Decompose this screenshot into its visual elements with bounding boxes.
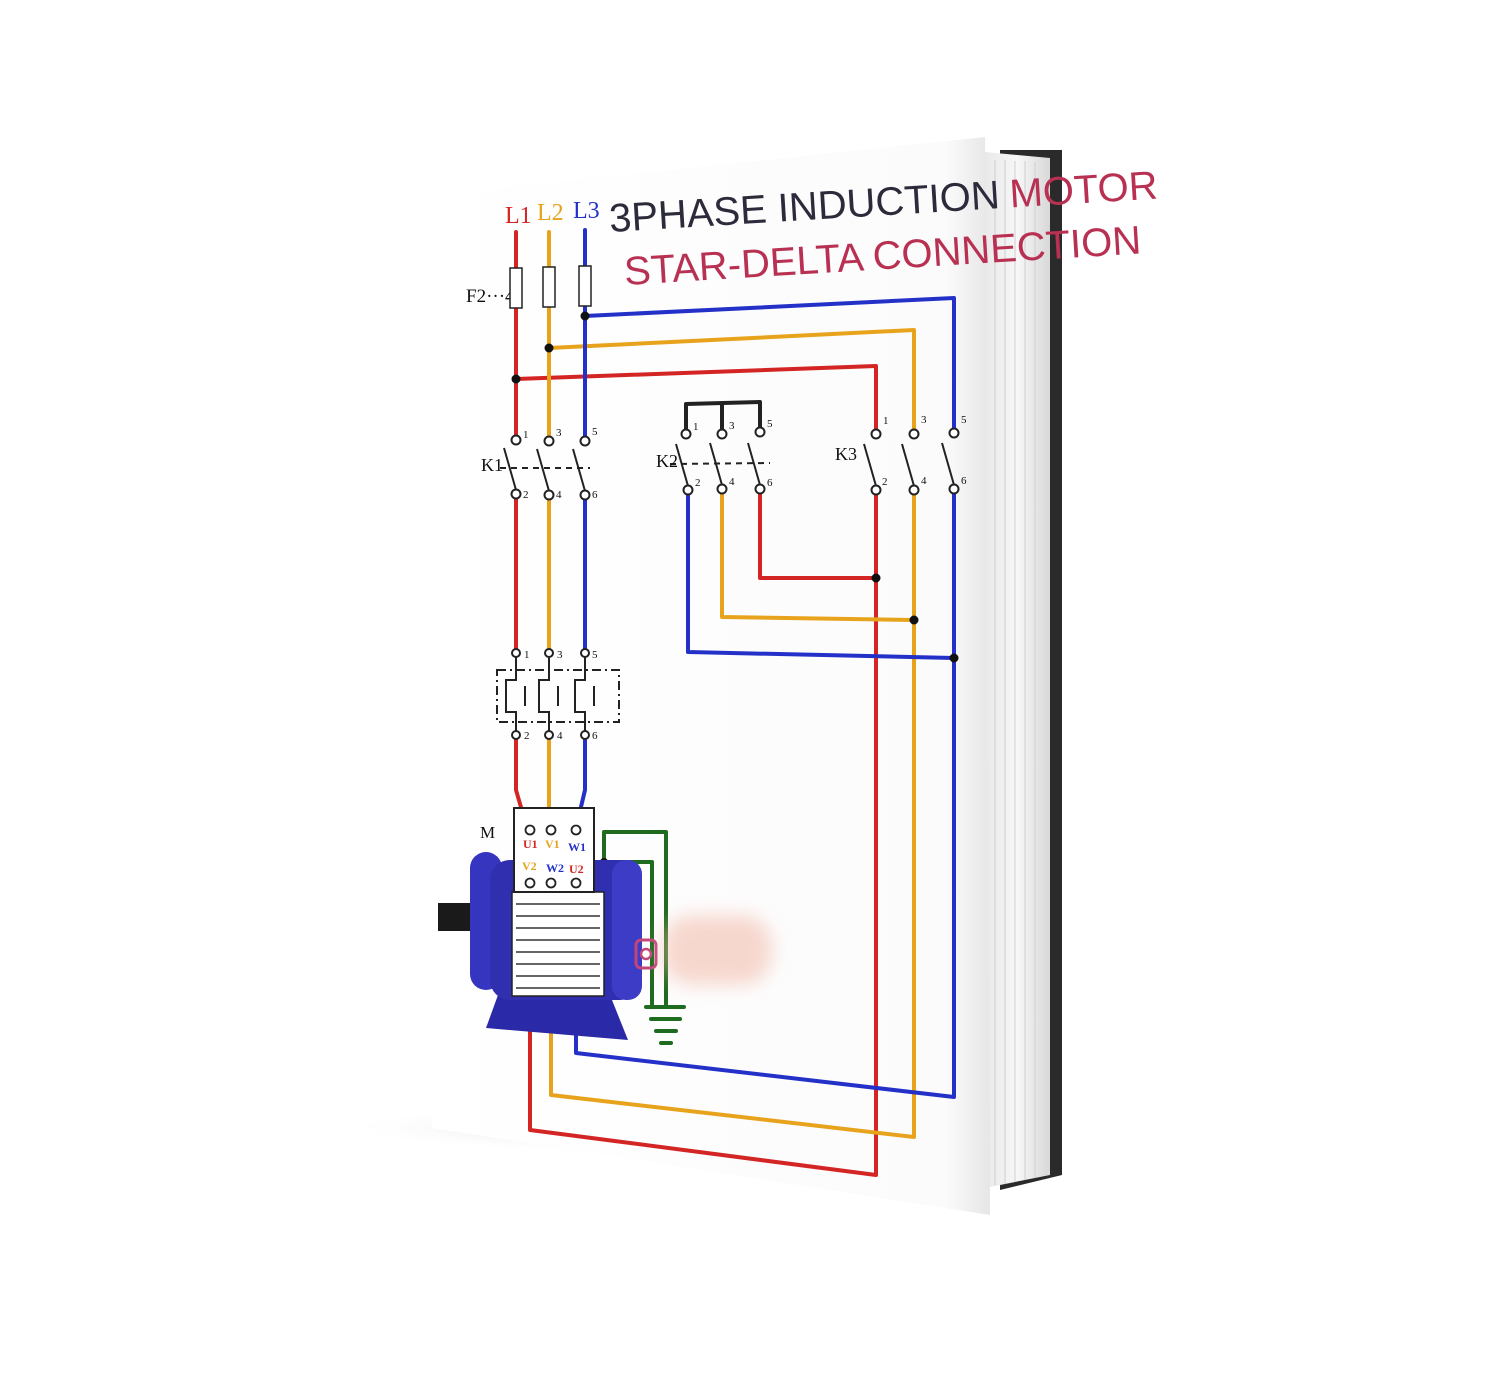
- blurred-watermark: [662, 915, 772, 985]
- overload-relay: [496, 648, 620, 740]
- k1-label: K1: [481, 455, 503, 475]
- svg-text:5: 5: [767, 418, 773, 430]
- svg-text:1: 1: [524, 649, 530, 661]
- svg-text:2: 2: [882, 476, 888, 488]
- terminal-V1: V1: [545, 837, 560, 851]
- ground-wire: [602, 830, 668, 1007]
- fuses: [509, 265, 592, 309]
- svg-text:6: 6: [592, 489, 598, 501]
- k3-label: K3: [835, 444, 857, 464]
- contactor-k1: [500, 434, 591, 501]
- terminal-U2: U2: [569, 862, 584, 876]
- title-part-red: MOTOR: [1008, 164, 1159, 217]
- fuse-L1: [509, 267, 523, 309]
- contactor-k3: [863, 427, 960, 496]
- svg-text:6: 6: [961, 475, 967, 487]
- k2-label: K2: [656, 451, 678, 471]
- junction-dots: [511, 311, 959, 866]
- motor: [438, 807, 642, 1040]
- motor-terminal-labels: U1 V1 W1 V2 W2 U2: [522, 837, 586, 876]
- svg-text:5: 5: [592, 649, 598, 661]
- wire-L2-to-k3: [547, 328, 916, 434]
- terminal-numbers: 1 3 5 2 4 6 1 3 5 2 4 6 1 3 5 2 4 6 1 3 …: [523, 414, 967, 742]
- contactor-k2: [669, 426, 771, 496]
- page-lines: [994, 160, 1036, 1185]
- wire-L3-to-k3: [583, 296, 956, 434]
- instagram-icon: [634, 938, 658, 970]
- ground-symbol-icon: [644, 1005, 686, 1045]
- svg-text:4: 4: [729, 476, 735, 488]
- wire-k2-red: [758, 490, 878, 580]
- svg-text:1: 1: [523, 429, 529, 441]
- terminal-W2: W2: [546, 861, 564, 875]
- label-L3: L3: [573, 198, 600, 224]
- fuse-L2: [542, 266, 556, 308]
- svg-text:2: 2: [524, 730, 530, 742]
- motor-base: [486, 995, 628, 1040]
- label-L1: L1: [505, 203, 532, 229]
- motor-fins-panel: [511, 891, 605, 997]
- terminal-W1: W1: [568, 840, 586, 854]
- book-page-block: [985, 152, 1050, 1188]
- k2-star-bridge: [684, 400, 762, 432]
- wire-k2-yellow: [720, 490, 916, 622]
- svg-text:4: 4: [921, 475, 927, 487]
- terminal-U1: U1: [523, 837, 538, 851]
- fuse-label: F2···4: [466, 286, 515, 307]
- svg-text:1: 1: [883, 415, 889, 427]
- svg-text:3: 3: [556, 427, 562, 439]
- wire-L1-to-k3: [514, 364, 878, 434]
- svg-text:3: 3: [921, 414, 927, 426]
- svg-text:2: 2: [523, 489, 529, 501]
- svg-text:3: 3: [557, 649, 563, 661]
- svg-text:5: 5: [961, 414, 967, 426]
- motor-label: M: [480, 823, 495, 842]
- label-L2: L2: [537, 200, 564, 226]
- svg-text:3: 3: [729, 420, 735, 432]
- motor-terminals: [524, 824, 582, 889]
- svg-text:2: 2: [695, 477, 701, 489]
- motor-fins: [516, 903, 600, 989]
- svg-text:4: 4: [556, 489, 562, 501]
- svg-text:4: 4: [557, 730, 563, 742]
- wire-k2-blue: [686, 490, 956, 660]
- motor-terminal-box: [513, 807, 595, 893]
- svg-text:5: 5: [592, 426, 598, 438]
- fuse-L3: [578, 265, 592, 307]
- motor-endcap-right: [612, 860, 642, 1000]
- svg-text:6: 6: [592, 730, 598, 742]
- svg-text:1: 1: [693, 421, 699, 433]
- svg-text:6: 6: [767, 477, 773, 489]
- terminal-V2: V2: [522, 859, 537, 873]
